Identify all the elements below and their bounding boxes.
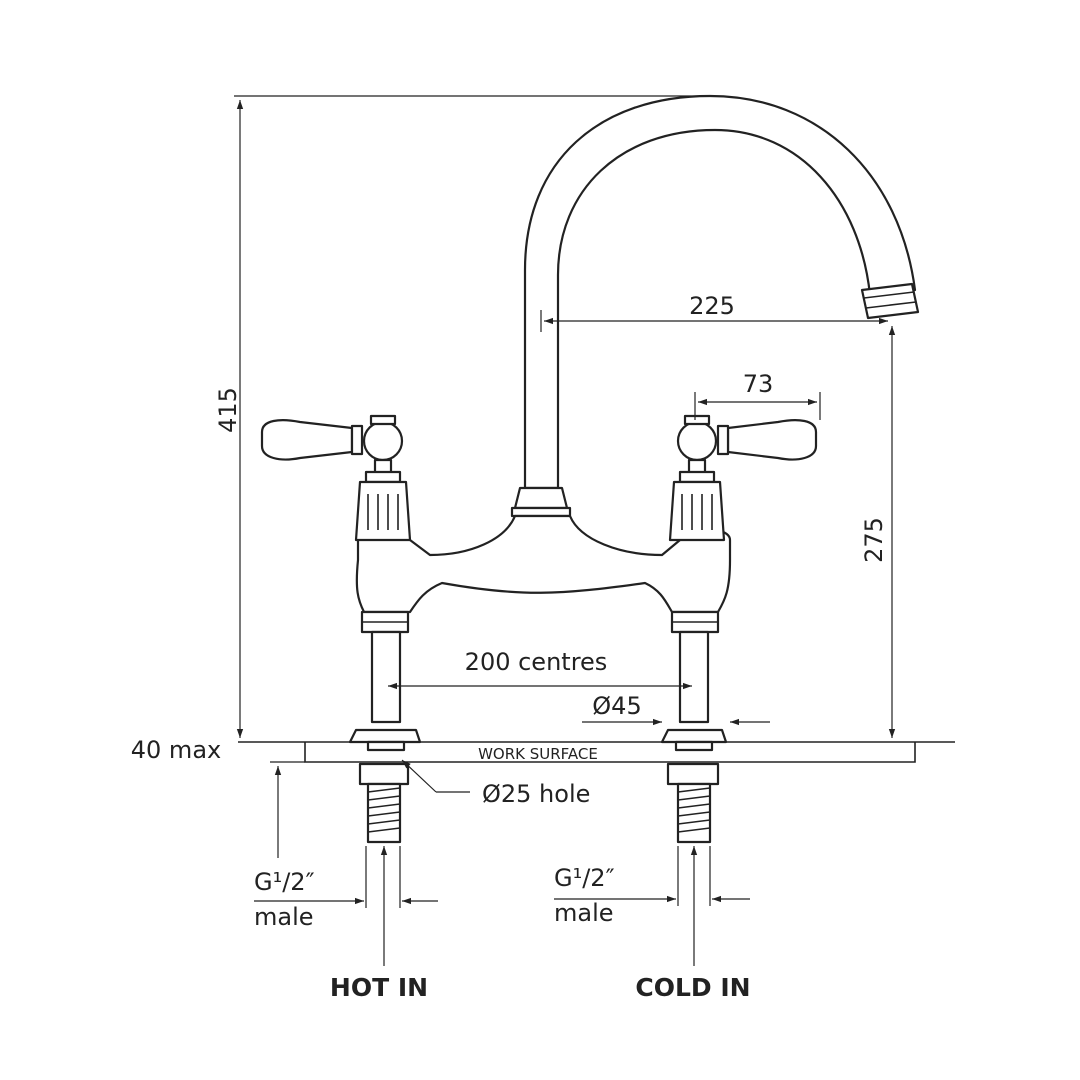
cold-leg (660, 610, 728, 844)
dim-hot-thread: G¹/2″ male (254, 846, 438, 931)
hot-lever-handle (260, 419, 354, 461)
dim-spout-height: 275 (860, 326, 896, 738)
work-surface-label: WORK SURFACE (478, 745, 598, 763)
hot-valve (260, 414, 412, 542)
dim-overall-height: 415 (214, 95, 700, 738)
dim-hole: Ø25 hole (401, 759, 590, 808)
dim-lever-length-value: 73 (743, 370, 774, 398)
dim-hole-value: Ø25 hole (482, 780, 590, 808)
work-surface: WORK SURFACE (238, 741, 955, 763)
bridge-body (355, 514, 732, 614)
cold-valve (668, 414, 818, 542)
dim-spout-reach-value: 225 (689, 292, 735, 320)
cold-thread-size: G¹/2″ (554, 864, 615, 892)
dimensions: 415 225 275 73 200 centres (131, 95, 896, 966)
spout (510, 94, 920, 518)
hot-in-label: HOT IN (330, 973, 428, 1002)
dim-cold-thread: G¹/2″ male (554, 846, 750, 927)
hot-thread-type: male (254, 903, 314, 931)
cold-in-label: COLD IN (635, 973, 750, 1002)
dim-spout-reach: 225 (540, 292, 888, 332)
dim-base-diameter: Ø45 (582, 692, 770, 726)
dim-overall-height-value: 415 (214, 387, 242, 433)
cold-thread-type: male (554, 899, 614, 927)
dim-deck-thickness: 40 max (131, 736, 305, 858)
hot-thread-size: G¹/2″ (254, 868, 315, 896)
dim-spout-height-value: 275 (860, 517, 888, 563)
dim-lever-length: 73 (694, 370, 821, 420)
dim-deck-thickness-value: 40 max (131, 736, 221, 764)
dim-base-diameter-value: Ø45 (592, 692, 641, 720)
dim-centres: 200 centres (388, 648, 692, 690)
hot-leg (348, 610, 422, 844)
dim-centres-value: 200 centres (465, 648, 608, 676)
cold-lever-handle (726, 419, 818, 461)
